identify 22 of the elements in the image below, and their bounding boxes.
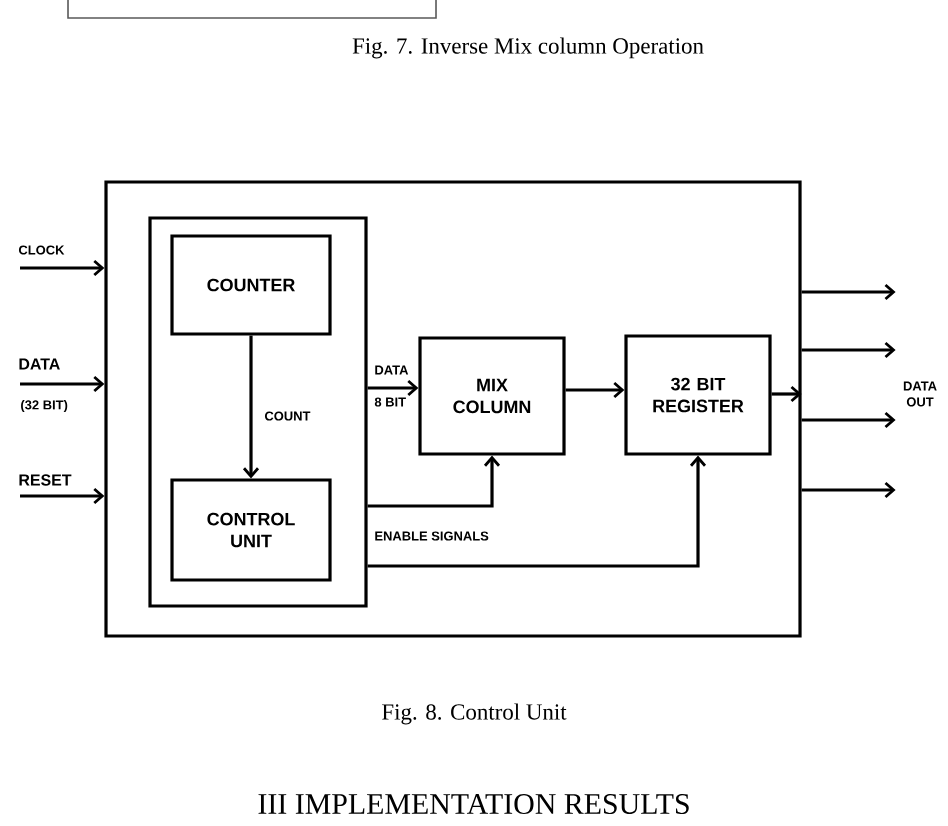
process-box: CONTROL UNIT <box>170 478 332 582</box>
inner-block <box>148 216 368 608</box>
figure-caption: Fig. 8. Control Unit <box>382 703 567 725</box>
arrow <box>367 455 501 508</box>
arrow <box>801 481 896 499</box>
figure-caption: Fig. 7. Inverse Mix column Operation <box>352 37 704 59</box>
arrow <box>367 379 419 397</box>
process-box: 32 BIT REGISTER <box>624 334 772 456</box>
arrow <box>801 283 896 301</box>
arrow <box>20 487 105 505</box>
arrow <box>801 341 896 359</box>
arrow <box>367 455 707 568</box>
process-box: MIX COLUMN <box>418 336 566 456</box>
arrow <box>242 335 260 479</box>
section-heading: III IMPLEMENTATION RESULTS <box>258 794 689 815</box>
arrow <box>20 375 105 393</box>
arrow <box>801 411 896 429</box>
arrow <box>771 385 802 403</box>
arrow <box>565 381 625 399</box>
outer-block <box>104 180 802 638</box>
process-box: COUNTER <box>170 234 332 336</box>
arrow <box>20 259 105 277</box>
